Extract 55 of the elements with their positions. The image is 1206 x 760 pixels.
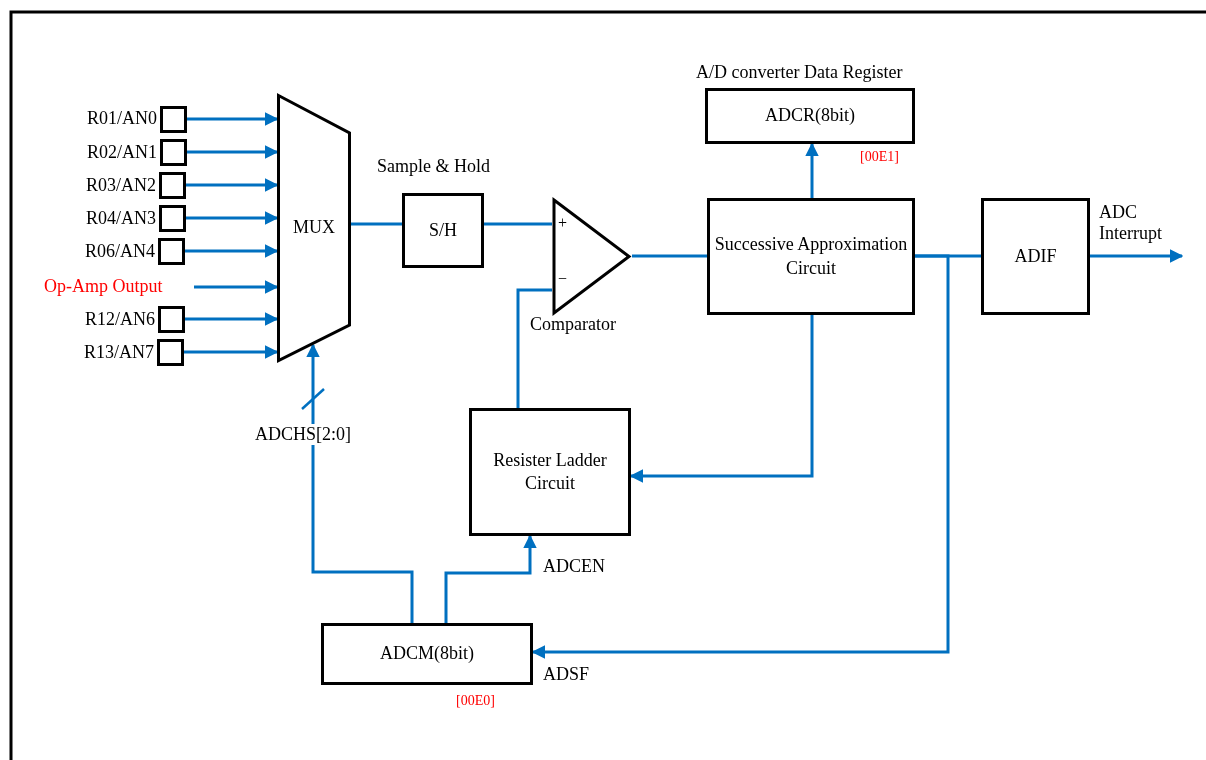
edge-label: ADCHS[2:0] bbox=[253, 424, 353, 445]
pin-box bbox=[160, 106, 187, 133]
box-label: Resister Ladder Circuit bbox=[492, 448, 608, 495]
pin-box bbox=[158, 306, 185, 333]
address-label: [00E1] bbox=[860, 149, 899, 166]
register-box bbox=[705, 88, 915, 144]
register-box bbox=[321, 623, 533, 685]
circuit-box bbox=[469, 408, 631, 536]
connector-line bbox=[632, 254, 707, 258]
arrow bbox=[306, 343, 414, 623]
pin-label: R02/AN1 bbox=[87, 142, 157, 163]
flag-box bbox=[981, 198, 1090, 315]
box-label: Successive Approximation Circuit bbox=[713, 233, 909, 280]
arrow bbox=[187, 112, 279, 126]
block-label: MUX bbox=[293, 216, 335, 240]
connector-line bbox=[351, 222, 402, 226]
arrow bbox=[1090, 249, 1184, 263]
arrow bbox=[531, 254, 950, 659]
arrow bbox=[185, 244, 279, 258]
connector-line bbox=[484, 222, 552, 226]
pin-label: R03/AN2 bbox=[86, 175, 156, 196]
pin-label: R13/AN7 bbox=[84, 342, 154, 363]
pin-label: R04/AN3 bbox=[86, 208, 156, 229]
arrow bbox=[185, 312, 279, 326]
circuit-box bbox=[707, 198, 915, 315]
pin-box bbox=[159, 172, 186, 199]
arrow bbox=[805, 142, 819, 198]
edge-label: ADC Interrupt bbox=[1098, 202, 1163, 244]
pin-label: R01/AN0 bbox=[87, 108, 157, 129]
arrow bbox=[629, 315, 814, 483]
pin-label: R12/AN6 bbox=[85, 309, 155, 330]
pin-label: R06/AN4 bbox=[85, 241, 155, 262]
box-label: S/H bbox=[428, 218, 458, 242]
signal-label: Op-Amp Output bbox=[44, 275, 163, 299]
arrow bbox=[186, 178, 279, 192]
arrow bbox=[184, 345, 279, 359]
block-caption: Sample & Hold bbox=[377, 156, 490, 177]
box-label: ADIF bbox=[1013, 244, 1058, 268]
pin-box bbox=[157, 339, 184, 366]
box-label: ADCR(8bit) bbox=[764, 104, 856, 128]
minus-sign: − bbox=[558, 270, 568, 289]
plus-sign: + bbox=[558, 214, 568, 233]
block-caption: Comparator bbox=[530, 314, 616, 335]
sample-hold-box bbox=[402, 193, 484, 268]
block-caption: A/D converter Data Register bbox=[696, 62, 903, 83]
arrow bbox=[187, 145, 279, 159]
arrow bbox=[186, 211, 279, 225]
pin-box bbox=[158, 238, 185, 265]
arrow bbox=[194, 280, 279, 294]
address-label: [00E0] bbox=[456, 693, 495, 710]
box-label: ADCM(8bit) bbox=[379, 642, 475, 666]
pin-box bbox=[159, 205, 186, 232]
arrow bbox=[444, 534, 537, 623]
connector-line bbox=[516, 288, 552, 408]
pin-box bbox=[160, 139, 187, 166]
